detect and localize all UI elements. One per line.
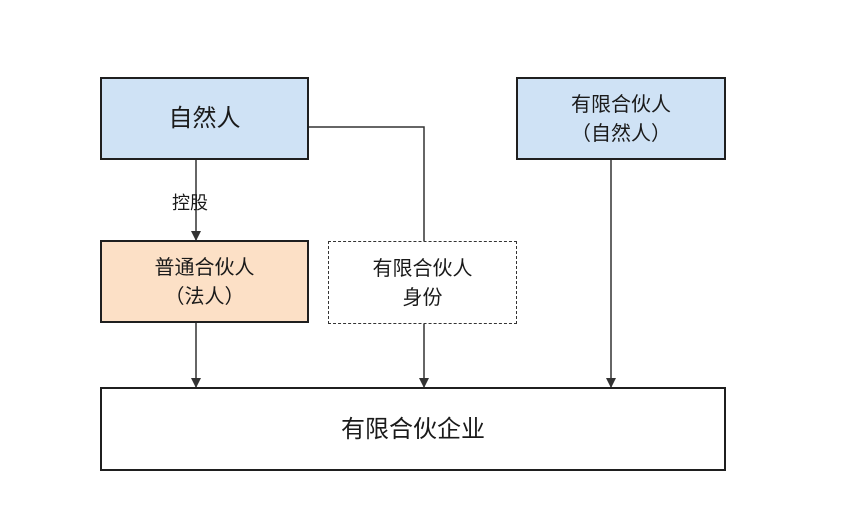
- node-general-partner-legal-line1: 普通合伙人: [154, 254, 255, 279]
- node-limited-partner-identity-line2: 身份: [402, 284, 443, 309]
- node-limited-partner-identity: 有限合伙人 身份: [328, 241, 517, 324]
- node-limited-partner-natural: 有限合伙人 （自然人）: [516, 77, 726, 160]
- node-natural-person: 自然人: [100, 77, 309, 160]
- node-limited-partner-natural-line1: 有限合伙人: [571, 91, 671, 116]
- edge-label-control: 控股: [172, 193, 208, 214]
- node-limited-partner-natural-line2: （自然人）: [571, 120, 671, 145]
- node-general-partner-legal: 普通合伙人 （法人）: [100, 240, 309, 323]
- node-limited-partnership: 有限合伙企业: [100, 387, 726, 471]
- node-limited-partner-identity-line1: 有限合伙人: [372, 255, 473, 280]
- node-limited-partnership-label: 有限合伙企业: [341, 414, 485, 443]
- node-natural-person-label: 自然人: [168, 104, 241, 133]
- node-general-partner-legal-line2: （法人）: [164, 283, 245, 308]
